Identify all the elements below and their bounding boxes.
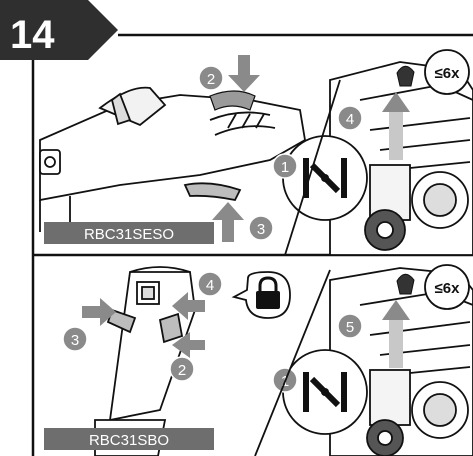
primer-bulb-icon <box>396 65 415 87</box>
step-number: 14 <box>10 13 55 57</box>
svg-text:5: 5 <box>346 319 354 336</box>
svg-text:4: 4 <box>206 277 214 294</box>
panel-divider <box>254 269 331 456</box>
svg-text:1: 1 <box>281 159 289 176</box>
choke-closed-icon <box>303 158 347 198</box>
handle-grip-illustration <box>39 86 306 232</box>
arrow-press-left-icon <box>82 298 116 326</box>
callout-1: 1 <box>272 153 298 179</box>
choke-inset <box>282 349 368 435</box>
prime-limit-badge: ≤6x <box>424 49 470 95</box>
callout-2: 2 <box>198 65 224 91</box>
primer-bulb-icon <box>396 273 415 295</box>
callout-3: 3 <box>62 326 88 352</box>
arrow-press-down-icon <box>228 55 260 92</box>
panel-divider <box>284 79 341 256</box>
callout-2: 2 <box>169 356 195 382</box>
svg-text:≤6x: ≤6x <box>435 280 461 297</box>
lock-bubble <box>231 271 291 319</box>
svg-text:2: 2 <box>207 71 215 88</box>
callout-3: 3 <box>248 215 274 241</box>
prime-limit-badge: ≤6x <box>424 264 470 310</box>
padlock-icon <box>256 276 280 309</box>
model-label-bar: RBC31SBO <box>44 428 214 450</box>
svg-text:3: 3 <box>257 221 265 238</box>
choke-inset <box>282 135 368 221</box>
choke-closed-icon <box>303 372 347 412</box>
callout-4: 4 <box>197 271 223 297</box>
svg-text:4: 4 <box>346 111 354 128</box>
arrow-press-up-right-icon <box>172 332 205 358</box>
model-label-bar: RBC31SESO <box>44 222 214 244</box>
arrow-pump-icon <box>382 300 410 368</box>
callout-5: 5 <box>337 313 363 339</box>
model-label: RBC31SBO <box>89 432 169 449</box>
svg-text:≤6x: ≤6x <box>435 65 461 82</box>
panel-bottom: 3 4 2 RBC31SBO <box>44 264 473 456</box>
svg-text:2: 2 <box>178 362 186 379</box>
callout-4: 4 <box>337 105 363 131</box>
panel-top: 2 3 RBC31SESO <box>39 49 473 256</box>
step-badge: 14 <box>0 0 118 60</box>
arrow-press-up-icon <box>212 202 244 242</box>
svg-text:3: 3 <box>71 332 79 349</box>
throttle-lockout-lever <box>209 90 256 111</box>
model-label: RBC31SESO <box>84 226 174 243</box>
arrow-pump-icon <box>382 92 410 160</box>
arrow-press-right-icon <box>172 292 205 320</box>
